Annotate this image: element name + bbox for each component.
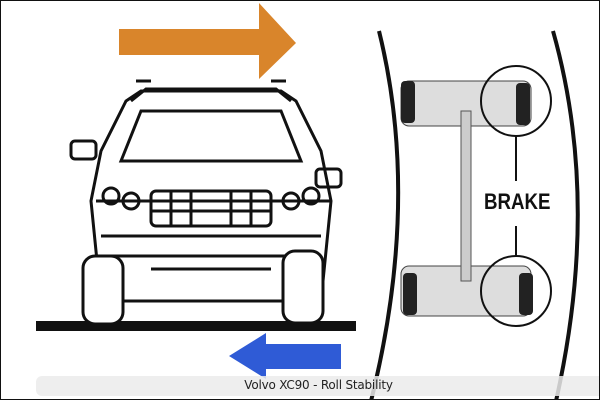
- road-edge-right: [551, 30, 580, 399]
- car-front-view: [69, 79, 343, 326]
- brake-label: BRAKE: [484, 189, 551, 214]
- caption-text: Volvo XC90 - Roll Stability: [244, 378, 393, 392]
- ground-line: [36, 321, 356, 331]
- blue-force-arrow: [229, 333, 341, 379]
- chassis-top-view: [400, 65, 552, 327]
- road-edge-left: [369, 30, 401, 399]
- caption-bar: Volvo XC90 - Roll Stability: [36, 376, 599, 396]
- orange-force-arrow: [119, 3, 296, 79]
